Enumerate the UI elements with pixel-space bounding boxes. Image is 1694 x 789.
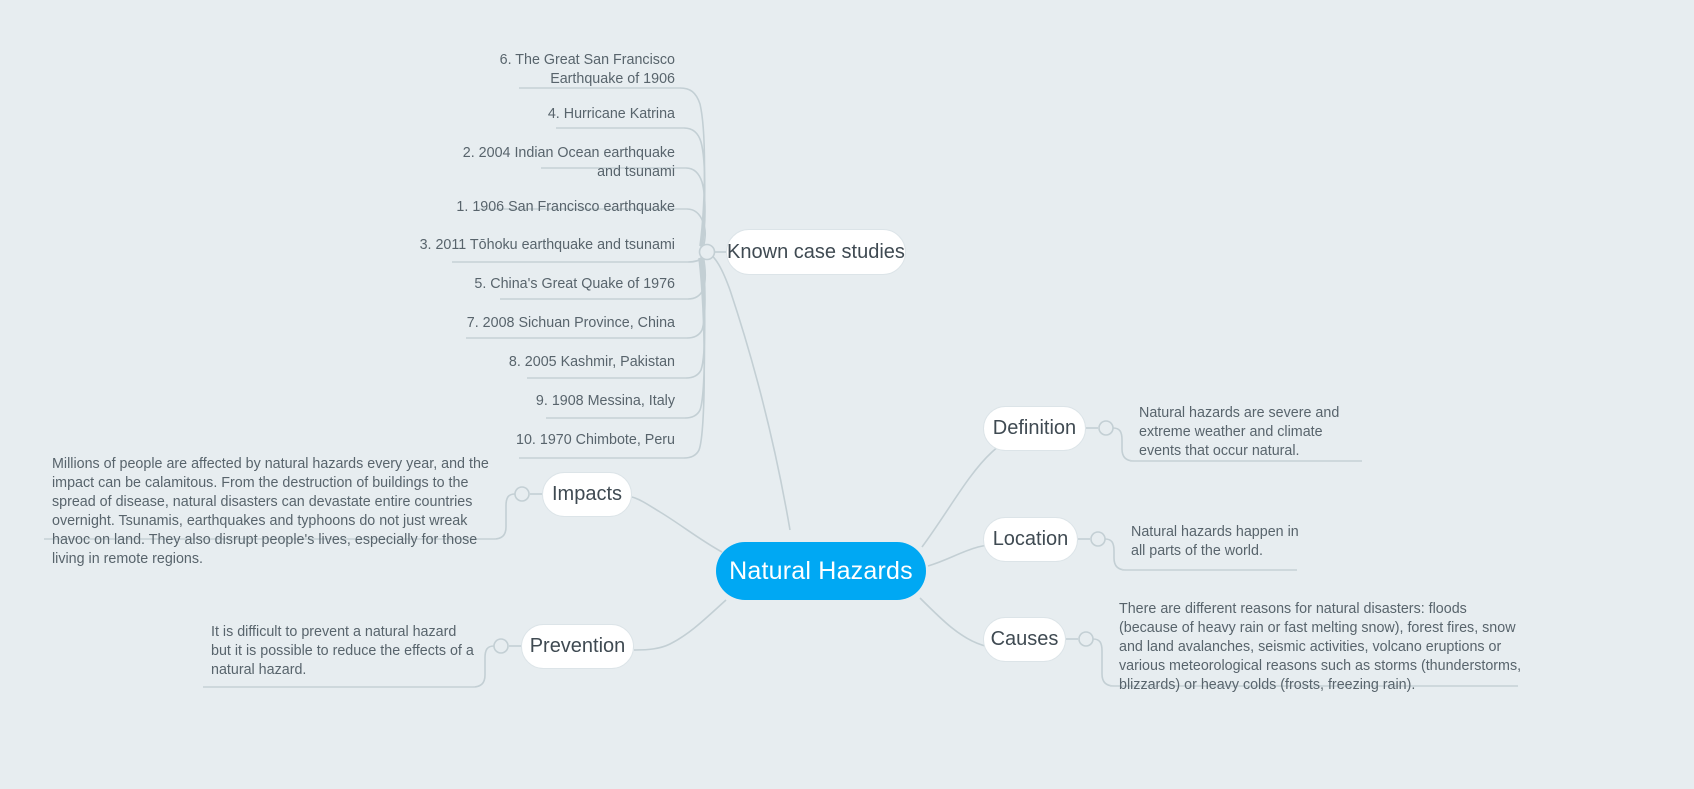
leaf-known-case-studies-7[interactable]: 7. 2008 Sichuan Province, China [420, 314, 675, 333]
leaf-causes-1[interactable]: There are different reasons for natural … [1119, 600, 1525, 695]
link-root-prevention [633, 599, 727, 651]
branch-label-prevention: Prevention [529, 635, 626, 657]
branch-label-known-case-studies: Known case studies [727, 240, 905, 263]
leaf-label: 6. The Great San Francisco Earthquake of… [499, 52, 675, 87]
leaf-label: Natural hazards are severe and extreme w… [1139, 405, 1340, 459]
link-root-known-case-studies [707, 251, 791, 531]
leaf-known-case-studies-2[interactable]: 4. Hurricane Katrina [440, 105, 675, 124]
leaf-known-case-studies-9[interactable]: 9. 1908 Messina, Italy [455, 392, 675, 411]
leaf-label: There are different reasons for natural … [1119, 601, 1522, 693]
leaf-known-case-studies-3[interactable]: 2. 2004 Indian Ocean earthquake and tsun… [455, 144, 675, 182]
leaf-label: It is difficult to prevent a natural haz… [211, 624, 474, 678]
knob-definition[interactable] [1098, 420, 1114, 436]
leaf-label: Millions of people are affected by natur… [52, 456, 489, 567]
leaf-location-1[interactable]: Natural hazards happen in all parts of t… [1131, 523, 1309, 561]
leaf-known-case-studies-4[interactable]: 1. 1906 San Francisco earthquake [420, 198, 675, 217]
leaf-label: Natural hazards happen in all parts of t… [1131, 524, 1299, 559]
leaf-label: 1. 1906 San Francisco earthquake [456, 199, 675, 215]
leaf-label: 7. 2008 Sichuan Province, China [466, 315, 675, 331]
leaf-known-case-studies-10[interactable]: 10. 1970 Chimbote, Peru [440, 431, 675, 450]
branch-node-location[interactable]: Location [983, 517, 1078, 562]
leaf-known-case-studies-5[interactable]: 3. 2011 Tōhoku earthquake and tsunami [400, 236, 675, 255]
branch-label-causes: Causes [990, 628, 1059, 650]
root-node[interactable]: Natural Hazards [716, 542, 926, 600]
branch-node-impacts[interactable]: Impacts [542, 472, 632, 517]
leaf-known-case-studies-1[interactable]: 6. The Great San Francisco Earthquake of… [470, 51, 675, 89]
branch-node-definition[interactable]: Definition [983, 406, 1086, 451]
leaf-known-case-studies-8[interactable]: 8. 2005 Kashmir, Pakistan [440, 353, 675, 372]
knob-causes[interactable] [1078, 631, 1094, 647]
knob-impacts[interactable] [514, 486, 530, 502]
root-node-label: Natural Hazards [729, 556, 913, 585]
leaf-label: 2. 2004 Indian Ocean earthquake and tsun… [462, 145, 675, 180]
leaf-label: 10. 1970 Chimbote, Peru [516, 432, 675, 448]
leaf-definition-1[interactable]: Natural hazards are severe and extreme w… [1139, 404, 1367, 461]
leaf-impacts-1[interactable]: Millions of people are affected by natur… [52, 455, 492, 569]
branch-label-definition: Definition [992, 417, 1077, 439]
branch-node-causes[interactable]: Causes [983, 617, 1066, 662]
leaf-label: 5. China's Great Quake of 1976 [474, 276, 675, 292]
leaf-prevention-1[interactable]: It is difficult to prevent a natural haz… [211, 623, 479, 680]
knob-location[interactable] [1090, 531, 1106, 547]
knob-prevention[interactable] [493, 638, 509, 654]
link-root-impacts [631, 496, 723, 553]
leaf-label: 4. Hurricane Katrina [547, 106, 675, 122]
knob-known-case-studies[interactable] [698, 243, 716, 261]
branch-node-known-case-studies[interactable]: Known case studies [726, 229, 906, 275]
branch-node-prevention[interactable]: Prevention [521, 624, 634, 669]
leaf-label: 3. 2011 Tōhoku earthquake and tsunami [419, 237, 675, 253]
branch-label-location: Location [992, 528, 1069, 550]
leaf-label: 8. 2005 Kashmir, Pakistan [508, 354, 675, 370]
leaf-label: 9. 1908 Messina, Italy [535, 393, 675, 409]
branch-label-impacts: Impacts [551, 483, 623, 505]
leaf-known-case-studies-6[interactable]: 5. China's Great Quake of 1976 [425, 275, 675, 294]
